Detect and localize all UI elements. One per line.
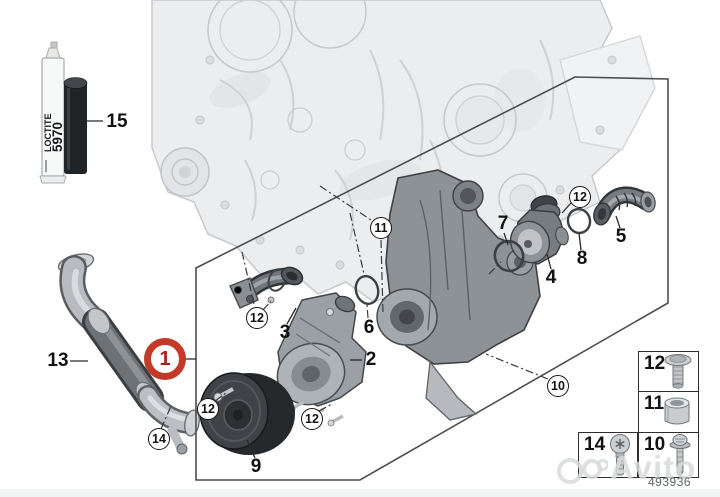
sealant-tube: LOCTITE 5970 [39,41,88,184]
torx-screw-icon [610,434,630,476]
callout-circled-12-d: 12 [569,186,591,208]
callout-circled-12-a: 12 [197,398,219,420]
parts-box-outline [195,76,669,481]
o-ring-8 [566,207,592,235]
pulley [199,372,295,455]
coolant-pipe [57,253,200,455]
legend-cell-11: 11 [638,391,699,433]
loctite-brand-text: LOCTITE [43,114,53,153]
listing-number: 493936 [648,475,692,489]
coolant-connector [229,266,304,309]
callout-circled-11: 11 [370,217,392,239]
callout-circled-14: 14 [148,428,170,450]
legend-number-11: 11 [644,393,665,414]
legend-cell-10: 10 [638,432,699,478]
leader-lines [70,120,621,459]
legend-number-14: 14 [584,434,606,455]
callout-3: 3 [279,322,291,343]
callout-13: 13 [47,350,69,371]
callout-5: 5 [615,226,627,247]
callout-circled-10: 10 [547,375,569,397]
water-pump [276,292,367,427]
legend-number-12: 12 [644,353,666,374]
spacer-sleeve-icon [664,397,690,425]
flanged-bolt-icon [664,354,692,389]
callout-8: 8 [576,248,588,269]
pump-housing-bracket [376,169,541,421]
o-ring-6 [354,274,380,306]
legend-number-10: 10 [644,434,666,455]
callout-2: 2 [365,349,377,370]
callout-circled-12-c: 12 [246,307,268,329]
callout-7: 7 [497,213,509,234]
legend-cell-12: 12 [638,351,699,392]
callout-9: 9 [250,456,262,477]
callout-4: 4 [545,267,557,288]
small-flanged-bolt-icon [669,434,691,478]
dash-dot-leaders [160,185,549,430]
callout-6: 6 [363,317,375,338]
callout-15: 15 [106,111,128,132]
thermostat [509,195,569,265]
elbow-fitting [593,186,656,226]
bottom-strip [0,489,720,497]
o-ring-7 [493,239,525,273]
loctite-code-text: 5970 [50,122,65,152]
callout-circled-12-b: 12 [301,408,323,430]
legend-cell-14: 14 [578,432,638,478]
highlighted-callout-1: 1 [144,338,186,380]
